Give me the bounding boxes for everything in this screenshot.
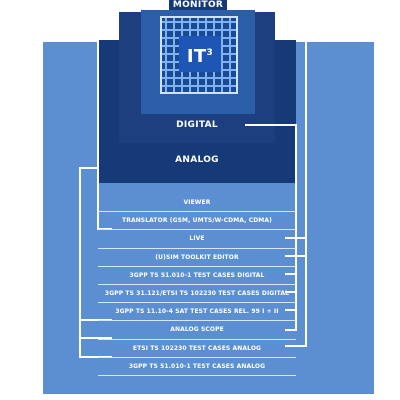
- connector-analog-left: [79, 167, 112, 358]
- chip-core: [179, 36, 221, 72]
- connector-monitor-right: [255, 9, 307, 347]
- list-item: (U)SIM TOOLKIT EDITOR: [98, 249, 296, 267]
- list-item: TRANSLATOR (GSM, UMTS/W-CDMA, CDMA): [98, 212, 296, 231]
- analog-label: ANALOG: [175, 155, 219, 165]
- module-list: VIEWER TRANSLATOR (GSM, UMTS/W-CDMA, CDM…: [98, 194, 296, 376]
- list-item: ETSI TS 102230 TEST CASES ANALOG: [98, 340, 296, 358]
- monitor-label: MONITOR: [141, 0, 255, 10]
- list-item: VIEWER: [98, 194, 296, 213]
- digital-label: DIGITAL: [176, 120, 218, 130]
- list-item: 3GPP TS 51.010-1 TEST CASES ANALOG: [98, 358, 296, 376]
- list-item: 3GPP TS 11.10-4 SAT TEST CASES REL. 99 I…: [98, 303, 296, 322]
- chip-superscript: 3: [206, 48, 214, 58]
- connector-digital-right: [245, 124, 297, 331]
- list-item: LIVE: [98, 230, 296, 249]
- list-item: 3GPP TS 51.010-1 TEST CASES DIGITAL: [98, 267, 296, 285]
- connector-monitor-left: [97, 9, 141, 230]
- chip-label: IT3: [186, 46, 214, 67]
- list-item: ANALOG SCOPE: [98, 321, 296, 340]
- list-item: 3GPP TS 31.121/ETSI TS 102230 TEST CASES…: [98, 285, 296, 304]
